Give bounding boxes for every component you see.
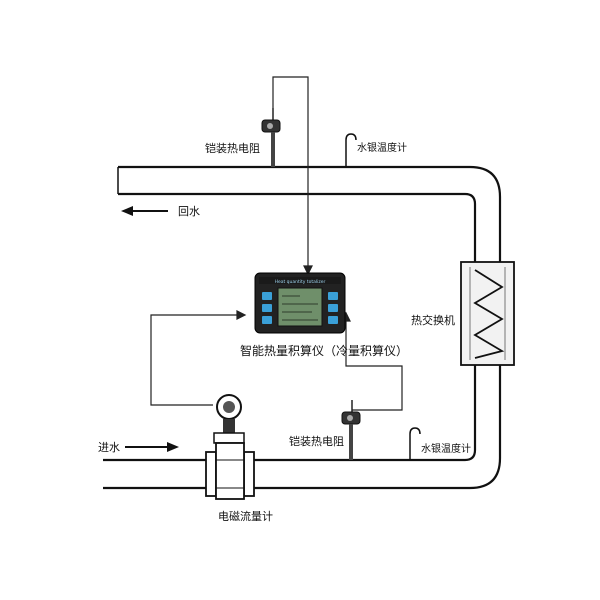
thermometer-bottom <box>409 427 421 460</box>
return-pipe <box>117 165 502 262</box>
meter-buttons-left <box>262 292 272 324</box>
heat-totalizer: Heat quantity totalizer <box>254 272 346 334</box>
label-return-water: 回水 <box>178 205 200 218</box>
rtd-sensor-top <box>261 108 281 167</box>
thermometer-top <box>345 133 357 167</box>
meter-header: Heat quantity totalizer <box>275 279 326 285</box>
label-meter-title: 智能热量积算仪（冷量积算仪） <box>240 343 408 358</box>
label-heat-exchanger: 热交换机 <box>411 313 455 327</box>
label-flowmeter: 电磁流量计 <box>218 509 273 523</box>
label-rtd-top: 铠装热电阻 <box>205 141 260 155</box>
rtd-sensor-bottom <box>341 400 361 460</box>
inlet-arrow <box>125 442 179 452</box>
return-arrow <box>121 206 168 216</box>
label-rtd-bottom: 铠装热电阻 <box>289 434 344 448</box>
inlet-pipe <box>103 365 502 490</box>
meter-buttons-right <box>328 292 338 324</box>
meter-screen-lines <box>282 295 318 321</box>
label-thermometer-top: 水银温度计 <box>357 141 407 154</box>
label-thermometer-bottom: 水银温度计 <box>421 442 471 455</box>
heat-exchanger <box>460 261 515 366</box>
electromagnetic-flowmeter <box>205 394 255 500</box>
label-inlet-water: 进水 <box>98 441 120 454</box>
